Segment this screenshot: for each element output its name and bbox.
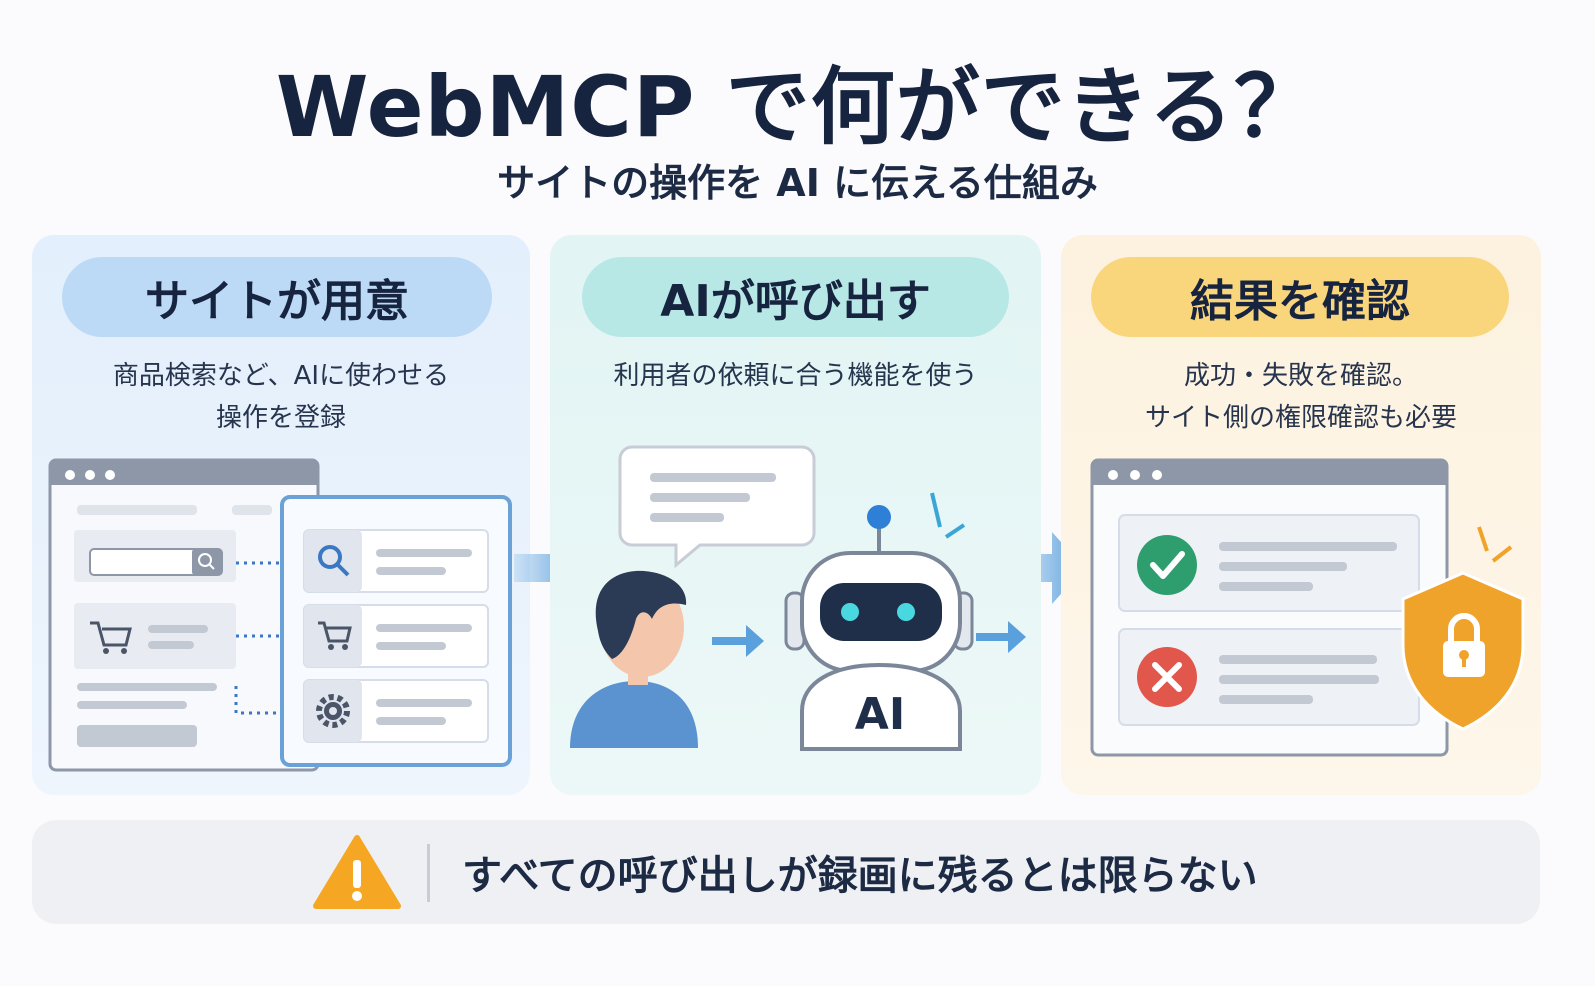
cart-icon bbox=[318, 621, 352, 650]
arrow-right-icon bbox=[712, 625, 764, 657]
warning-banner: すべての呼び出しが録画に残るとは限らない bbox=[32, 820, 1540, 924]
step-description: 成功・失敗を確認。 サイト側の権限確認も必要 bbox=[1071, 355, 1531, 439]
page-subtitle: サイトの操作を AI に伝える仕組み bbox=[497, 161, 1098, 205]
tool-registry-panel bbox=[280, 495, 512, 767]
step-description-line: 利用者の依頼に合う機能を使う bbox=[613, 361, 978, 391]
result-check-illustration bbox=[1090, 458, 1525, 757]
step-description-line: 商品検索など、AIに使わせる bbox=[112, 361, 450, 391]
cart-icon bbox=[90, 621, 132, 654]
gear-icon bbox=[316, 694, 350, 728]
cross-icon bbox=[1137, 647, 1197, 707]
warning-divider bbox=[427, 844, 430, 902]
connector-lines bbox=[234, 561, 294, 715]
step-label: AIが呼び出す bbox=[582, 257, 1009, 337]
search-icon bbox=[198, 553, 215, 570]
step-description-line: 操作を登録 bbox=[215, 403, 346, 433]
page-title: WebMCP で何ができる？ bbox=[275, 58, 1320, 156]
user-icon bbox=[570, 570, 698, 748]
step-label: 結果を確認 bbox=[1091, 257, 1509, 337]
robot-icon bbox=[784, 492, 974, 751]
warning-icon bbox=[313, 835, 401, 909]
step-description-line: 成功・失敗を確認。 bbox=[1183, 361, 1418, 391]
step-description-line: サイト側の権限確認も必要 bbox=[1144, 403, 1457, 433]
step-panel-site-prepares: サイトが用意 商品検索など、AIに使わせる 操作を登録 bbox=[32, 235, 530, 795]
speech-bubble-icon bbox=[618, 445, 816, 569]
arrow-right-icon bbox=[976, 621, 1026, 653]
browser-window bbox=[1090, 458, 1449, 757]
browser-window bbox=[48, 458, 320, 772]
ai-call-illustration: AI bbox=[570, 445, 1026, 751]
step-label: サイトが用意 bbox=[62, 257, 492, 337]
site-tools-illustration bbox=[48, 458, 512, 772]
warning-text: すべての呼び出しが録画に残るとは限らない bbox=[462, 853, 1258, 899]
check-icon bbox=[1137, 535, 1197, 595]
search-icon bbox=[318, 545, 350, 577]
step-description: 商品検索など、AIに使わせる 操作を登録 bbox=[42, 355, 520, 439]
step-description: 利用者の依頼に合う機能を使う bbox=[560, 355, 1031, 397]
robot-badge-label: AI bbox=[855, 689, 905, 740]
step-panel-check-result: 結果を確認 成功・失敗を確認。 サイト側の権限確認も必要 bbox=[1061, 235, 1541, 795]
step-panel-ai-calls: AIが呼び出す 利用者の依頼に合う機能を使う bbox=[550, 235, 1041, 795]
shield-lock-icon bbox=[1401, 526, 1525, 731]
